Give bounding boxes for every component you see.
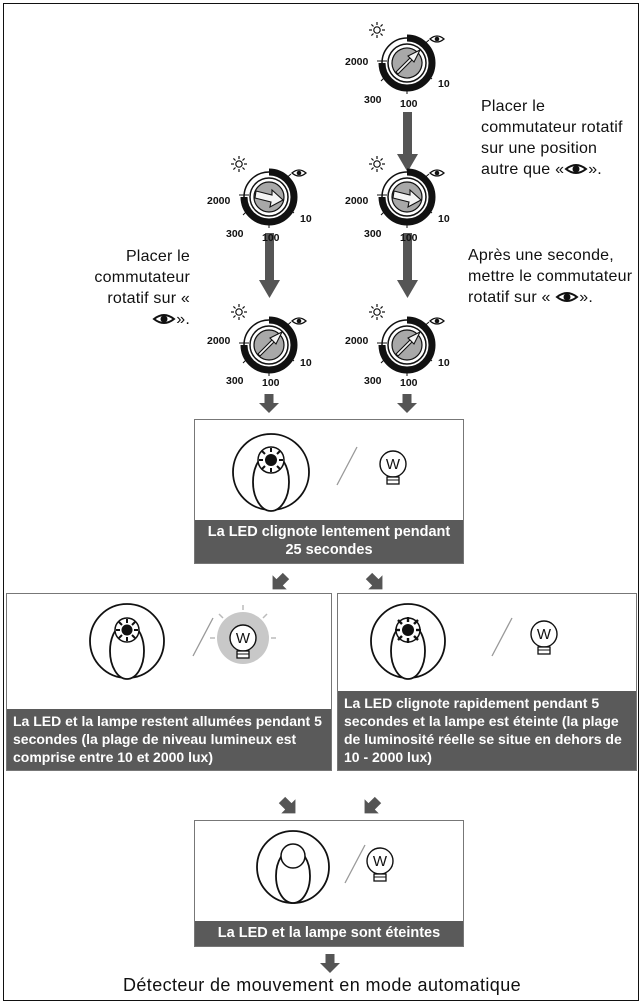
lamp-letter: W: [386, 456, 401, 473]
box-off: W La LED et la lampe sont éteintes: [194, 820, 464, 947]
box-slow-blink-icons: W: [232, 433, 407, 512]
failure-banner: La LED clignote rapidement pendant 5 sec…: [338, 691, 636, 770]
eye-icon: [152, 314, 176, 324]
detector-icon: [89, 603, 165, 680]
quote-close: ».: [176, 311, 190, 328]
separator: [491, 617, 513, 657]
success-banner: La LED et la lampe restent allumées pend…: [7, 709, 331, 770]
arrow-right-2: [397, 233, 418, 298]
quote-close: ».: [579, 289, 594, 306]
off-banner: La LED et la lampe sont éteintes: [195, 921, 463, 946]
box-success: W La LED et la lampe restent allumées pe…: [6, 593, 332, 771]
lamp-letter: W: [537, 626, 552, 643]
arrow-right-to-box: [397, 394, 417, 413]
lamp-letter: W: [236, 630, 251, 647]
eye-icon: [555, 292, 579, 302]
lamp-on-icon: W: [210, 605, 276, 664]
led-blinking-icon: [259, 448, 283, 472]
box-off-icons: W: [256, 830, 394, 904]
arrow-left-to-box: [259, 394, 279, 413]
eye-icon: [564, 164, 588, 174]
arrow-diag-right-2: [357, 792, 386, 821]
step-right-top: Placer le commutateur rotatif sur une po…: [481, 96, 637, 180]
quote-open: «: [555, 161, 565, 178]
separator: [344, 844, 366, 884]
step-left-text: Placer le commutateur rotatif sur «: [94, 248, 190, 307]
quote-close: ».: [588, 161, 602, 178]
box-failure-icons: W: [370, 603, 558, 680]
step-right-mid: Après une seconde, mettre le commutateur…: [468, 245, 638, 308]
step-right-mid-text: Après une seconde, mettre le commutateur…: [468, 247, 633, 306]
box-failure: W La LED clignote rapidement pendant 5 s…: [337, 593, 637, 771]
arrow-diag-left-2: [274, 792, 303, 821]
box-success-icons: W: [89, 603, 276, 680]
step-left: Placer le commutateur rotatif sur « ».: [88, 246, 190, 330]
led-on-icon: [116, 619, 138, 641]
arrow-to-footer: [320, 954, 340, 973]
detector-icon: [256, 830, 330, 904]
lamp-letter: W: [373, 853, 388, 870]
separator: [336, 446, 358, 486]
box-slow-blink: W La LED clignote lentement pendant 25 s…: [194, 419, 464, 564]
footer-text: Détecteur de mouvement en mode automatiq…: [122, 975, 522, 995]
arrow-right-1: [397, 112, 418, 172]
slow-blink-banner: La LED clignote lentement pendant 25 sec…: [195, 520, 463, 563]
arrow-left-1: [259, 233, 280, 298]
lamp-off-icon: W: [366, 847, 394, 882]
lamp-off-icon: W: [530, 620, 558, 655]
step-right-top-text: Placer le commutateur rotatif sur une po…: [481, 98, 623, 178]
separator: [192, 617, 214, 657]
lamp-off-icon: W: [379, 450, 407, 485]
detector-icon: [232, 433, 310, 512]
led-fast-blink-icon: [395, 617, 421, 643]
